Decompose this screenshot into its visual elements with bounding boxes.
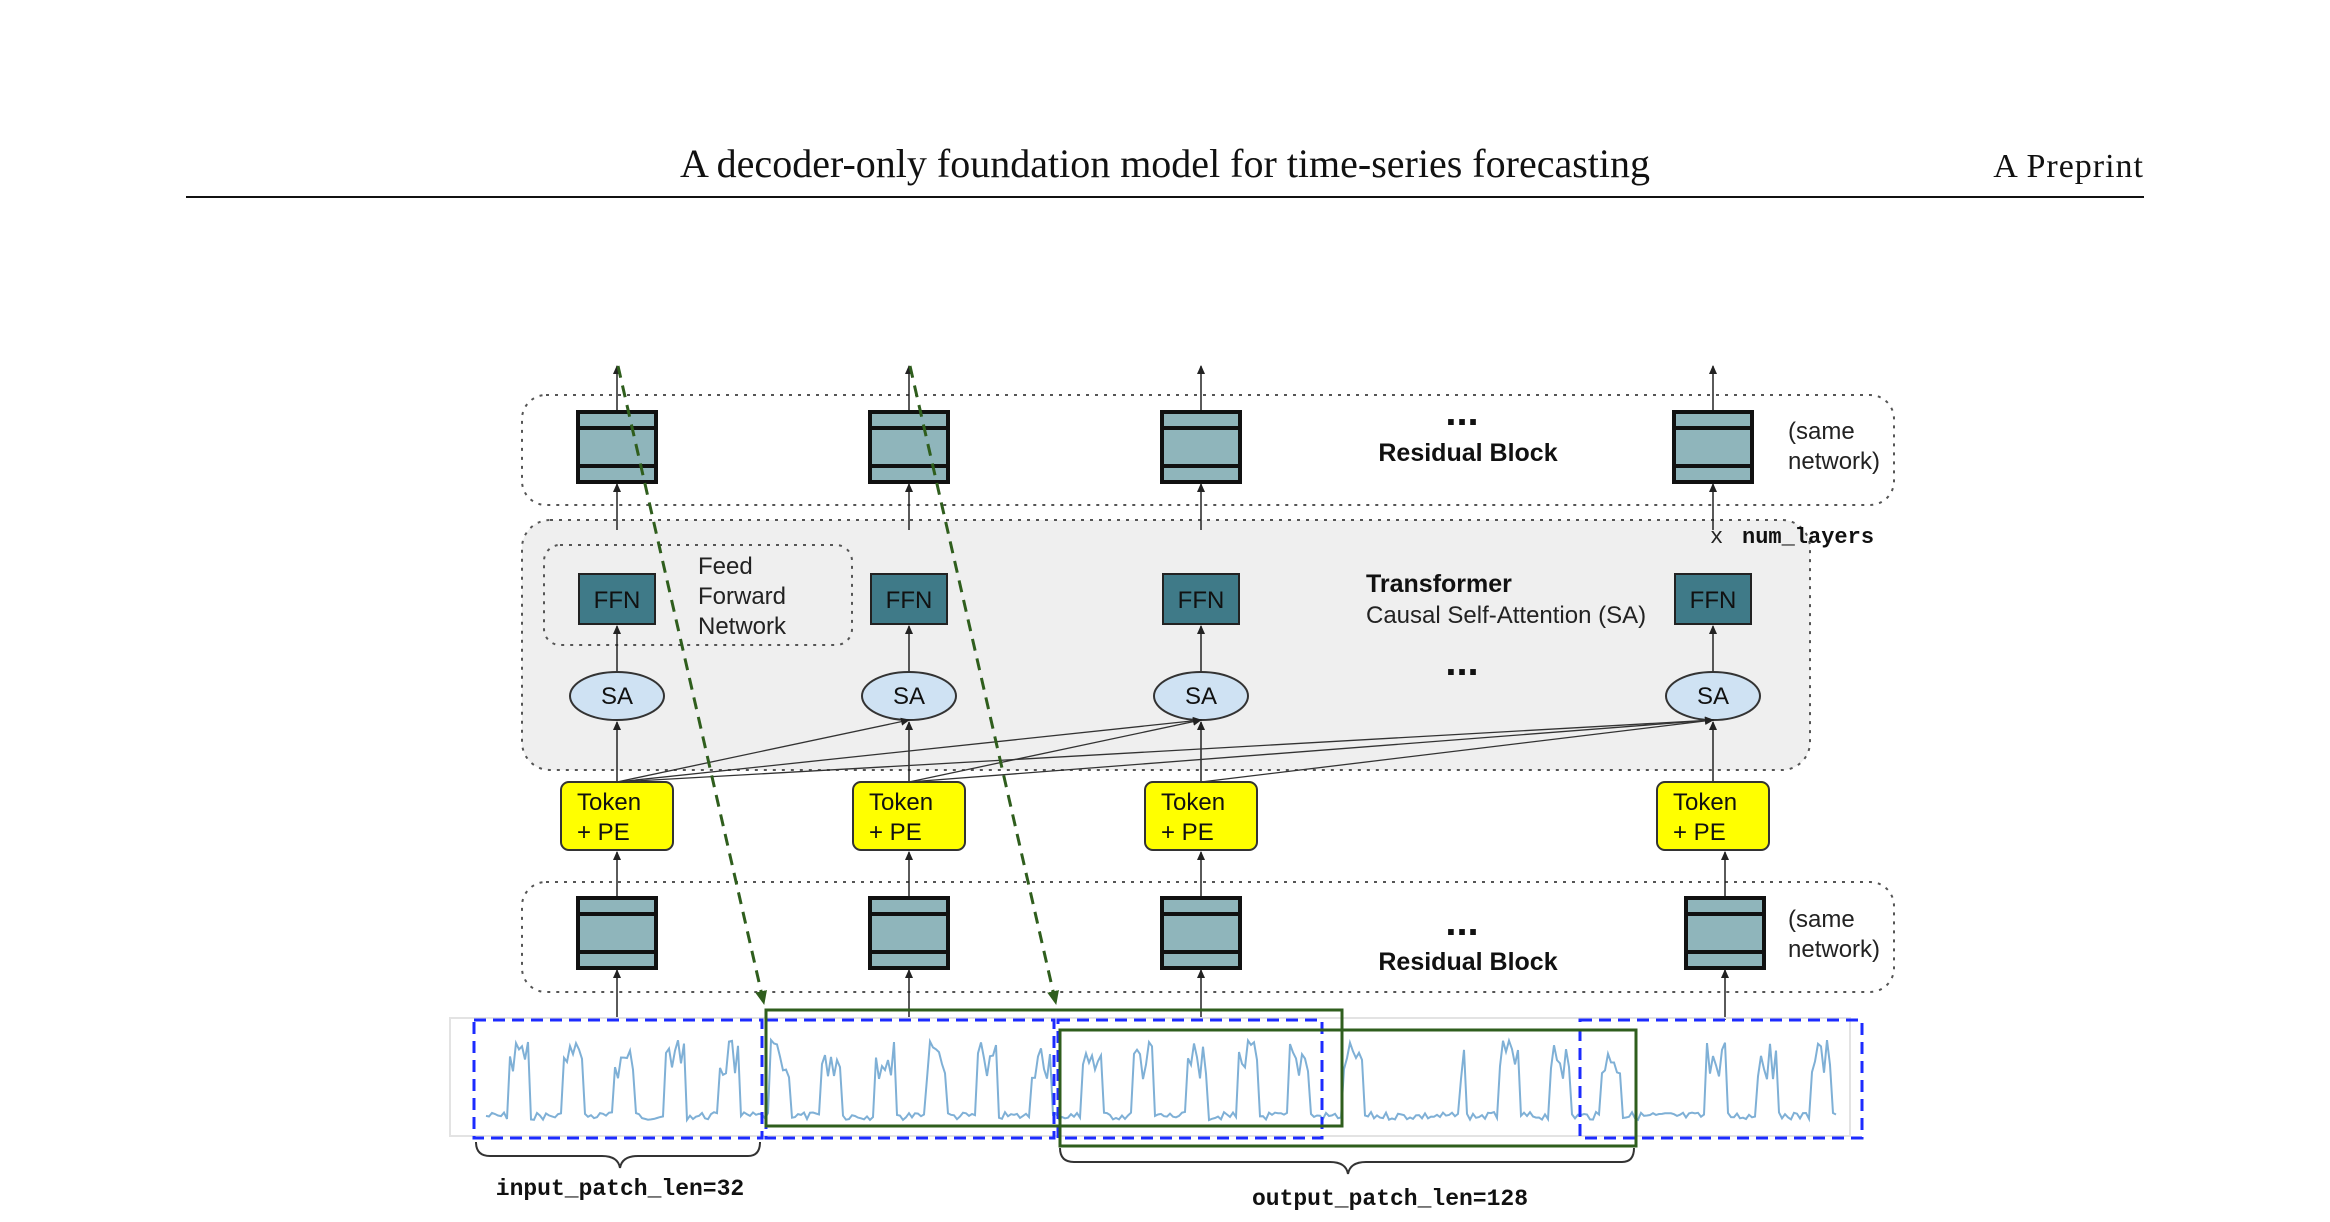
top-residual-block-1 (576, 410, 658, 484)
dashed-arrow-2 (908, 365, 1059, 1005)
bottom-residual-block-4 (1684, 896, 1766, 970)
transformer-region (521, 519, 1811, 771)
ffn-desc-line1: Feed (698, 553, 753, 580)
top-residual-label: Residual Block (1378, 439, 1557, 467)
token-pe-2: Token + PE (852, 781, 966, 851)
input-patch-label: input_patch_len=32 (496, 1176, 744, 1202)
attention-link-1-to-3 (616, 716, 1202, 783)
input-patch-1 (472, 1018, 764, 1140)
bottom-residual-block-4-body (1684, 896, 1766, 970)
top-residual-block-3 (1160, 410, 1242, 484)
ffn-desc-line3: Network (698, 613, 787, 640)
bottom-residual-block-2-body (868, 896, 950, 970)
dashed-arrow-1 (616, 365, 767, 1005)
top-residual-container (521, 394, 1895, 506)
token-line1-4: Token (1673, 789, 1737, 816)
sa-ellipse-1 (569, 671, 665, 721)
sa-node-3: SA (1153, 671, 1249, 721)
time-series-line (485, 1037, 1837, 1123)
bottom-residual-container (521, 881, 1895, 993)
ffn-desc-line2: Forward (698, 583, 786, 610)
bottom-residual-block-1-body (576, 896, 658, 970)
paper-header-preprint: A Preprint (1993, 148, 2144, 185)
series-frame (449, 1017, 1851, 1137)
top-block-ellipsis: ... (1445, 390, 1478, 434)
sa-label-4: SA (1697, 683, 1729, 710)
bottom-residual-note-line2: network) (1788, 936, 1880, 963)
token-line1-1: Token (577, 789, 641, 816)
sa-label-2: SA (893, 683, 925, 710)
top-residual-block-3-body (1160, 410, 1242, 484)
top-residual-block-2 (868, 410, 950, 484)
output-patch-brace (1059, 1147, 1635, 1175)
top-residual-block-4 (1672, 410, 1754, 484)
bottom-residual-note-line1: (same (1788, 906, 1855, 933)
top-residual-block-2-body (868, 410, 950, 484)
ffn-description-box (543, 544, 853, 646)
num-layers-label: num_layers (1742, 525, 1874, 550)
ffn-label-1: FFN (594, 587, 641, 614)
bottom-residual-block-3-body (1160, 896, 1242, 970)
token-line2-2: + PE (869, 819, 922, 846)
output-patch-1 (764, 1008, 1344, 1128)
input-patch-brace (475, 1141, 761, 1169)
top-residual-block-1-body (576, 410, 658, 484)
ffn-box-4 (1674, 573, 1752, 625)
attention-link-1-to-2 (616, 717, 910, 783)
sa-node-4: SA (1665, 671, 1761, 721)
transformer-title: Transformer (1366, 570, 1512, 598)
ffn-label-3: FFN (1178, 587, 1225, 614)
bottom-residual-block-1 (576, 896, 658, 970)
input-patch-2 (764, 1018, 1056, 1140)
token-line2-4: + PE (1673, 819, 1726, 846)
sa-label-3: SA (1185, 683, 1217, 710)
ffn-box-3 (1162, 573, 1240, 625)
output-patch-2 (1058, 1028, 1638, 1148)
attention-link-1-to-4 (616, 716, 1714, 783)
token-line1-3: Token (1161, 789, 1225, 816)
ffn-block-3: FFN (1162, 573, 1240, 625)
attention-link-2-to-3 (908, 717, 1202, 783)
ffn-label-4: FFN (1690, 587, 1737, 614)
token-line2-1: + PE (577, 819, 630, 846)
ffn-block-4: FFN (1674, 573, 1752, 625)
ffn-block-2: FFN (870, 573, 948, 625)
output-patch-label: output_patch_len=128 (1252, 1186, 1528, 1212)
top-residual-note-line2: network) (1788, 448, 1880, 475)
token-line2-3: + PE (1161, 819, 1214, 846)
bottom-block-ellipsis: ... (1445, 900, 1478, 944)
token-box-4 (1656, 781, 1770, 851)
bottom-residual-label: Residual Block (1378, 948, 1557, 976)
transformer-ellipsis: ... (1445, 640, 1478, 684)
ffn-block-1: FFN (578, 573, 656, 625)
bottom-residual-block-2 (868, 896, 950, 970)
token-pe-4: Token + PE (1656, 781, 1770, 851)
header-rule (186, 196, 2144, 198)
attention-link-2-to-4 (908, 716, 1714, 783)
ffn-label-2: FFN (886, 587, 933, 614)
attention-link-3-to-4 (1200, 716, 1714, 783)
sa-node-2: SA (861, 671, 957, 721)
transformer-subtitle: Causal Self-Attention (SA) (1366, 602, 1646, 629)
token-pe-3: Token + PE (1144, 781, 1258, 851)
top-residual-block-4-body (1672, 410, 1754, 484)
num-layers-prefix: x (1710, 525, 1723, 550)
token-line1-2: Token (869, 789, 933, 816)
paper-header-title: A decoder-only foundation model for time… (680, 141, 1650, 186)
input-patch-4 (1578, 1018, 1864, 1140)
bottom-residual-block-3 (1160, 896, 1242, 970)
token-pe-1: Token + PE (560, 781, 674, 851)
ffn-box-2 (870, 573, 948, 625)
input-patch-3 (1056, 1018, 1324, 1140)
top-residual-note-line1: (same (1788, 418, 1855, 445)
sa-node-1: SA (569, 671, 665, 721)
ffn-box-1 (578, 573, 656, 625)
sa-label-1: SA (601, 683, 633, 710)
